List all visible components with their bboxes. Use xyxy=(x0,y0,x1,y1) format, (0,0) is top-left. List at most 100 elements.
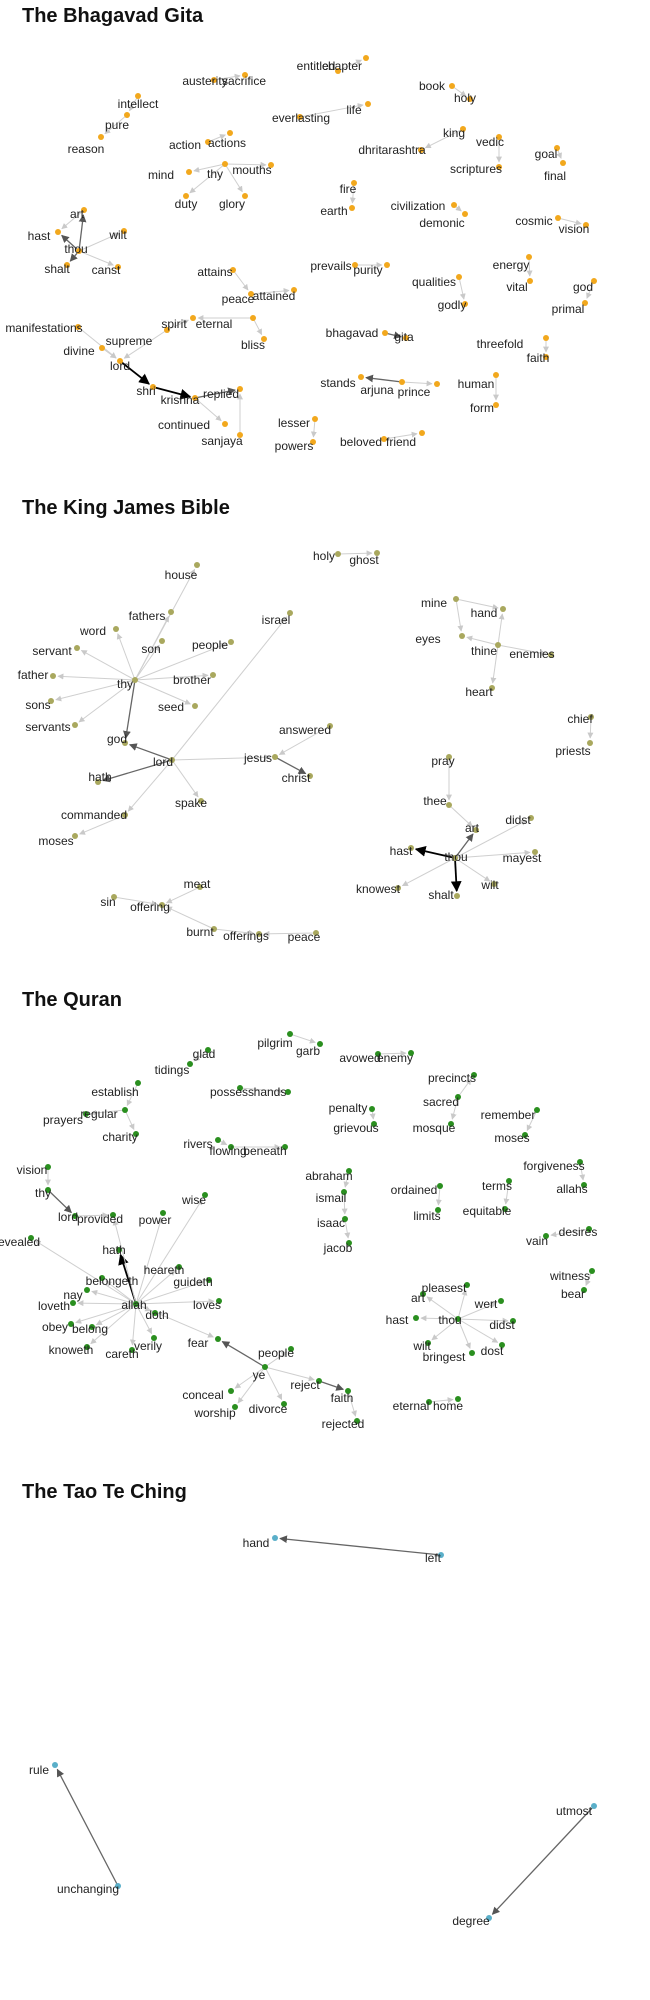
kjv-label-hand: hand xyxy=(471,606,498,620)
quran-node-obey xyxy=(68,1321,74,1327)
quran-node-provided xyxy=(110,1212,116,1218)
kjv-edge-lord-god xyxy=(128,743,173,761)
gita-node-threefold xyxy=(543,335,549,341)
quran-node-remember xyxy=(534,1107,540,1113)
gita-node-replied xyxy=(237,386,243,392)
gita-label-actions: actions xyxy=(208,136,246,150)
quran-label-dost: dost xyxy=(481,1344,504,1358)
quran-node-hath xyxy=(116,1247,122,1253)
gita-node-duty xyxy=(183,193,189,199)
quran-label-glad: glad xyxy=(193,1047,216,1061)
quran-edge-sacred-mosque xyxy=(450,1096,459,1120)
kjv-label-heart: heart xyxy=(465,685,493,699)
gita-label-civilization: civilization xyxy=(391,199,446,213)
quran-node-glad xyxy=(205,1047,211,1053)
gita-edge-art-hast xyxy=(61,209,85,230)
kjv-edge-thou-shalt xyxy=(450,857,462,893)
kjv-label-son: son xyxy=(141,642,160,656)
kjv-label-house: house xyxy=(165,568,198,582)
gita-label-sacrifice: sacrifice xyxy=(222,74,266,88)
kjv-edge-thee-art xyxy=(448,804,473,828)
quran-edge-thou-hast xyxy=(420,1315,459,1322)
quran-node-beneath xyxy=(282,1144,288,1150)
kjv-label-offering: offering xyxy=(130,900,170,914)
gita-label-thou: thou xyxy=(64,242,87,256)
kjv-node-sin xyxy=(111,894,117,900)
quran-edge-possess-hands xyxy=(239,1087,284,1095)
quran-node-regular xyxy=(122,1107,128,1113)
gita-node-goal xyxy=(554,145,560,151)
gita-node-lesser xyxy=(312,416,318,422)
gita-label-prevails: prevails xyxy=(310,259,351,273)
kjv-label-lord: lord xyxy=(153,755,173,769)
edges-layer xyxy=(34,59,595,1915)
quran-node-hast xyxy=(413,1315,419,1321)
panel-title-kjv: The King James Bible xyxy=(22,497,230,519)
quran-node-isaac xyxy=(342,1216,348,1222)
quran-edge-faith-rejected xyxy=(347,1390,357,1417)
gita-node-vision xyxy=(583,222,589,228)
quran-node-jacob xyxy=(346,1240,352,1246)
quran-label-bear: bear xyxy=(561,1287,585,1301)
quran-edge-forgiveness-allahs xyxy=(579,1161,586,1181)
quran-edge-allah-wise xyxy=(135,1198,203,1305)
quran-edge-allah-verily xyxy=(135,1303,153,1335)
gita-node-intellect xyxy=(135,93,141,99)
quran-edge-reject-faith xyxy=(318,1380,345,1391)
quran-node-ismail xyxy=(341,1189,347,1195)
quran-edge-sacred-precincts xyxy=(457,1078,472,1098)
gita-label-action: action xyxy=(169,138,201,152)
quran-label-possess: possess xyxy=(210,1085,254,1099)
kjv-label-burnt: burnt xyxy=(186,925,214,939)
kjv-edge-thou-mayest xyxy=(454,849,531,859)
quran-node-art xyxy=(420,1291,426,1297)
quran-label-thou: thou xyxy=(438,1313,461,1327)
gita-node-mouths xyxy=(268,162,274,168)
quran-node-wise xyxy=(202,1192,208,1198)
gita-edge-fire-earth xyxy=(349,182,356,204)
kjv-label-people: people xyxy=(192,638,228,652)
gita-edge-god-primal xyxy=(586,280,595,299)
quran-edge-remember-moses xyxy=(526,1109,538,1132)
quran-edge-thy-lord xyxy=(47,1189,72,1214)
gita-node-god xyxy=(591,278,597,284)
quran-label-people: people xyxy=(258,1346,294,1360)
quran-edge-pilgrim-garb xyxy=(289,1033,316,1044)
gita-node-eternal xyxy=(250,315,256,321)
quran-node-limits xyxy=(435,1207,441,1213)
gita-label-demonic: demonic xyxy=(419,216,464,230)
gita-label-purity: purity xyxy=(353,263,382,277)
gita-edge-austerity-sacrifice xyxy=(213,73,241,81)
gita-label-vital: vital xyxy=(506,280,527,294)
gita-node-friend xyxy=(419,430,425,436)
kjv-label-christ: christ xyxy=(282,771,311,785)
gita-node-beloved xyxy=(381,436,387,442)
gita-node-prevails xyxy=(352,262,358,268)
quran-node-sacred xyxy=(455,1094,461,1100)
gita-label-god: god xyxy=(573,280,593,294)
gita-node-vedic xyxy=(496,134,502,140)
quran-label-jacob: jacob xyxy=(323,1241,353,1255)
gita-label-cosmic: cosmic xyxy=(515,214,552,228)
gita-node-stands xyxy=(358,374,364,380)
kjv-label-god: god xyxy=(107,732,127,746)
kjv-edge-lord-spake xyxy=(171,759,199,798)
gita-node-canst xyxy=(115,264,121,270)
quran-edge-allah-nay xyxy=(91,1289,137,1305)
gita-label-replied: replied xyxy=(203,387,239,401)
kjv-node-house xyxy=(194,562,200,568)
gita-node-bliss xyxy=(261,336,267,342)
gita-label-friend: friend xyxy=(386,435,416,449)
kjv-label-jesus: jesus xyxy=(243,751,272,765)
kjv-edge-sin-offering xyxy=(113,896,158,907)
quran-node-allah xyxy=(133,1301,139,1307)
tao-node-utmost xyxy=(591,1803,597,1809)
gita-label-sanjaya: sanjaya xyxy=(201,434,243,448)
kjv-node-ghost xyxy=(374,550,380,556)
gita-node-hast xyxy=(55,229,61,235)
kjv-node-offerings xyxy=(256,931,262,937)
quran-label-allahs: allahs xyxy=(556,1182,587,1196)
quran-label-revealed: revealed xyxy=(0,1235,40,1249)
gita-label-final: final xyxy=(544,169,566,183)
gita-label-godly: godly xyxy=(438,298,467,312)
